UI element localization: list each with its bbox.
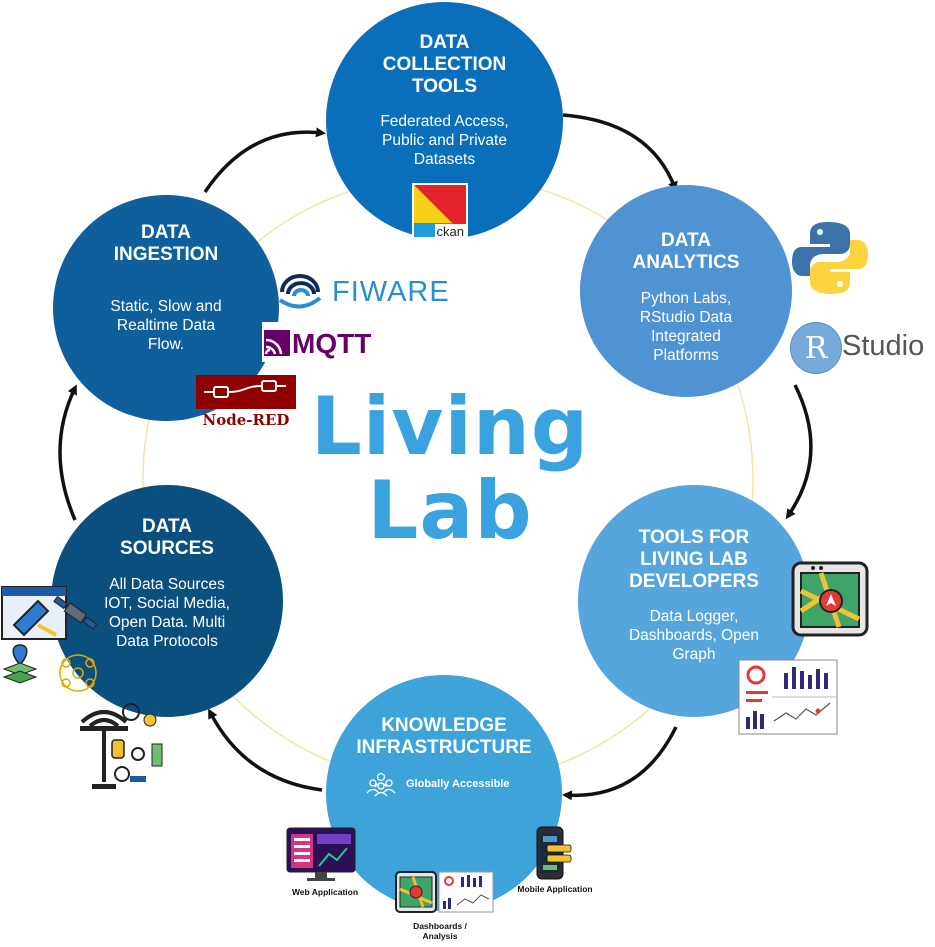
node-red-flow-icon — [204, 380, 286, 398]
desc-line: Graph — [672, 646, 716, 663]
data-sources-collage-icon — [1, 586, 98, 692]
caption-dashboards-analysis: Dashboards / Analysis — [400, 921, 480, 941]
title-line: COLLECTION — [382, 54, 507, 75]
desc-line: RStudio Data — [639, 309, 733, 326]
node-desc: Python Labs, RStudio Data Integrated Pla… — [580, 289, 792, 365]
fiware-logo-text: FIWARE — [332, 276, 450, 308]
desc-line: Static, Slow and — [110, 298, 222, 315]
globally-accessible-badge: Globally Accessible — [366, 771, 536, 797]
arrow-knowledge-to-sources — [208, 708, 323, 792]
arrow-collection-to-analytics — [562, 113, 678, 192]
node-title: DATA ANALYTICS — [580, 230, 792, 274]
mqtt-signal-icon — [264, 330, 290, 356]
title-line: INGESTION — [113, 244, 219, 265]
node-desc: Federated Access, Public and Private Dat… — [326, 112, 563, 169]
desc-line: Public and Private — [382, 132, 507, 149]
dashboards-analysis-icon — [395, 871, 494, 913]
node-title: TOOLS FOR LIVING LAB DEVELOPERS — [578, 527, 810, 593]
title-line: SOURCES — [120, 538, 214, 559]
desc-line: IOT, Social Media, — [104, 595, 230, 612]
caption-mobile-application: Mobile Application — [517, 884, 593, 894]
mqtt-logo: MQTT — [262, 322, 380, 362]
title-line: INFRASTRUCTURE — [356, 737, 532, 758]
smart-pole-icon — [80, 703, 163, 789]
fiware-logo: FIWARE — [276, 270, 449, 314]
title-line: TOOLS FOR — [638, 527, 750, 548]
dashboard-chart-icon — [738, 659, 838, 735]
rstudio-r-letter: R — [804, 331, 828, 366]
desc-line: Federated Access, — [380, 113, 509, 130]
ckan-logo-text: ckan — [434, 224, 466, 239]
desc-line: Data Logger, — [649, 608, 739, 625]
title-line: DEVELOPERS — [629, 571, 759, 592]
node-data-ingestion: DATA INGESTION Static, Slow and Realtime… — [53, 195, 279, 421]
node-title: KNOWLEDGE INFRASTRUCTURE — [326, 715, 562, 759]
ckan-logo: ckan — [412, 183, 468, 239]
desc-line: Flow. — [147, 336, 185, 353]
node-desc: All Data Sources IOT, Social Media, Open… — [51, 575, 283, 651]
desc-line: Integrated — [651, 328, 721, 345]
arrow-sources-to-ingestion — [58, 384, 77, 521]
rstudio-r-badge-icon: R — [790, 322, 842, 374]
arrow-tools-to-knowledge — [562, 726, 678, 801]
mqtt-logo-text: MQTT — [292, 328, 372, 359]
center-title: Living Lab — [300, 385, 600, 553]
arrow-analytics-to-tools — [785, 384, 813, 520]
node-data-analytics: DATA ANALYTICS Python Labs, RStudio Data… — [580, 185, 792, 397]
title-line: DATA — [419, 32, 470, 53]
rstudio-logo-text: Studio — [842, 330, 925, 362]
title-line: KNOWLEDGE — [381, 715, 507, 736]
node-knowledge-infrastructure: KNOWLEDGE INFRASTRUCTURE Globally Access… — [326, 675, 562, 911]
node-desc: Data Logger, Dashboards, Open Graph — [578, 607, 810, 664]
node-title: DATA INGESTION — [53, 222, 279, 266]
desc-line: Data Protocols — [116, 633, 218, 650]
people-group-icon — [366, 772, 396, 797]
python-logo-icon — [792, 222, 868, 294]
mobile-app-icon — [536, 826, 572, 880]
title-line: DATA — [141, 222, 191, 243]
caption-line: Analysis — [422, 931, 458, 941]
center-title-line: Living — [310, 380, 590, 473]
desc-line: Datasets — [413, 151, 476, 168]
title-line: TOOLS — [411, 76, 478, 97]
node-data-collection-tools: DATA COLLECTION TOOLS Federated Access, … — [326, 2, 563, 239]
caption-web-application: Web Application — [291, 887, 359, 897]
desc-line: Dashboards, Open — [628, 627, 760, 644]
map-navigation-icon — [791, 561, 869, 637]
desc-line: Python Labs, — [640, 290, 732, 307]
title-line: DATA — [661, 230, 711, 251]
desc-line: Open Data. Multi — [108, 614, 226, 631]
desc-line: Platforms — [653, 347, 719, 364]
node-red-graphic-icon — [196, 375, 296, 409]
node-red-logo-text: Node-RED — [202, 411, 290, 429]
node-title: DATA COLLECTION TOOLS — [326, 32, 563, 98]
title-line: ANALYTICS — [632, 252, 740, 273]
title-line: DATA — [142, 516, 192, 537]
node-title: DATA SOURCES — [51, 516, 283, 560]
caption-line: Dashboards / — [413, 921, 467, 931]
center-title-line: Lab — [367, 464, 533, 557]
desc-line: All Data Sources — [109, 576, 225, 593]
badge-label: Globally Accessible — [406, 778, 510, 790]
web-app-icon — [286, 827, 356, 881]
desc-line: Realtime Data — [116, 317, 216, 334]
node-red-logo: Node-RED — [196, 375, 296, 433]
arrow-ingestion-to-collection — [203, 127, 326, 193]
title-line: LIVING LAB — [640, 549, 748, 570]
node-desc: Static, Slow and Realtime Data Flow. — [53, 297, 279, 354]
rstudio-logo: R Studio — [790, 322, 932, 374]
fiware-swirl-icon — [278, 274, 322, 309]
